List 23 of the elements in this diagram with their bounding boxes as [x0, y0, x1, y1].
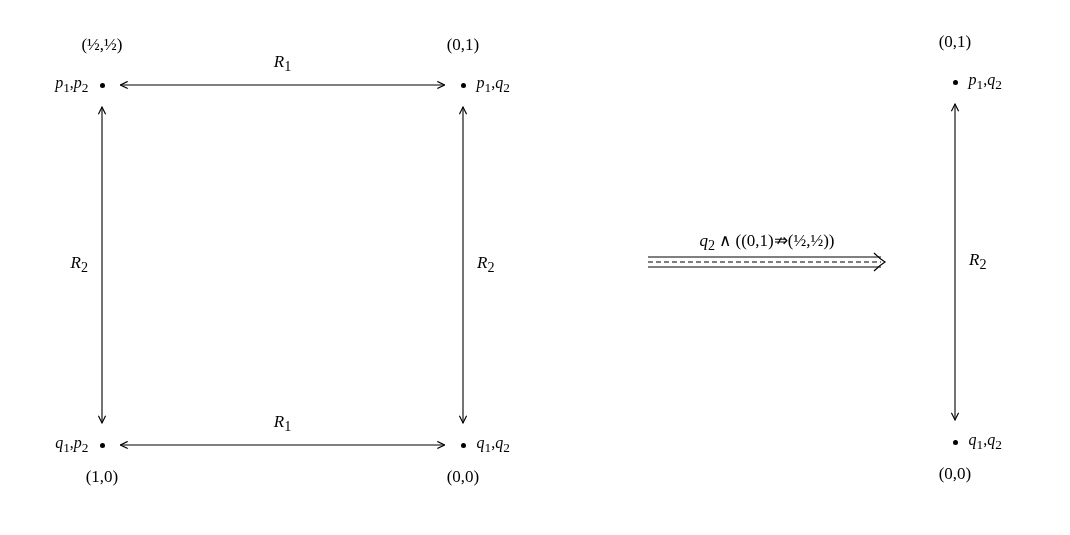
state-label: q$_{1}$,p$_{2}$	[55, 433, 89, 457]
edge-label: R$_{1}$	[273, 411, 292, 435]
coordinate-label: (1,0)	[85, 467, 119, 487]
state-label: p$_{1}$,q$_{2}$	[476, 73, 510, 97]
edge-label: R$_{2}$	[70, 253, 88, 277]
implication-label: q$_{2}$ ∧ ((0,1)⇏(½,½))	[699, 229, 835, 254]
state-label: q$_{1}$,q$_{2}$	[476, 433, 510, 457]
double-arrow	[97, 106, 107, 424]
double-arrow	[458, 106, 468, 424]
double-arrow	[119, 80, 446, 90]
coordinate-label: (0,1)	[938, 32, 972, 52]
double-arrow	[119, 440, 446, 450]
coordinate-label: (½,½)	[81, 35, 123, 55]
coordinate-label: (0,0)	[938, 464, 972, 484]
edge-label: R$_{1}$	[273, 51, 292, 75]
state-label: p$_{1}$,q$_{2}$	[968, 70, 1002, 94]
state-label: p$_{1}$,p$_{2}$	[55, 73, 89, 97]
coordinate-label: (0,1)	[446, 35, 480, 55]
state-label: q$_{1}$,q$_{2}$	[968, 430, 1002, 454]
double-arrow	[950, 103, 960, 421]
edge-label: R$_{2}$	[477, 253, 495, 277]
coordinate-label: (0,0)	[446, 467, 480, 487]
edge-label: R$_{2}$	[969, 250, 987, 274]
